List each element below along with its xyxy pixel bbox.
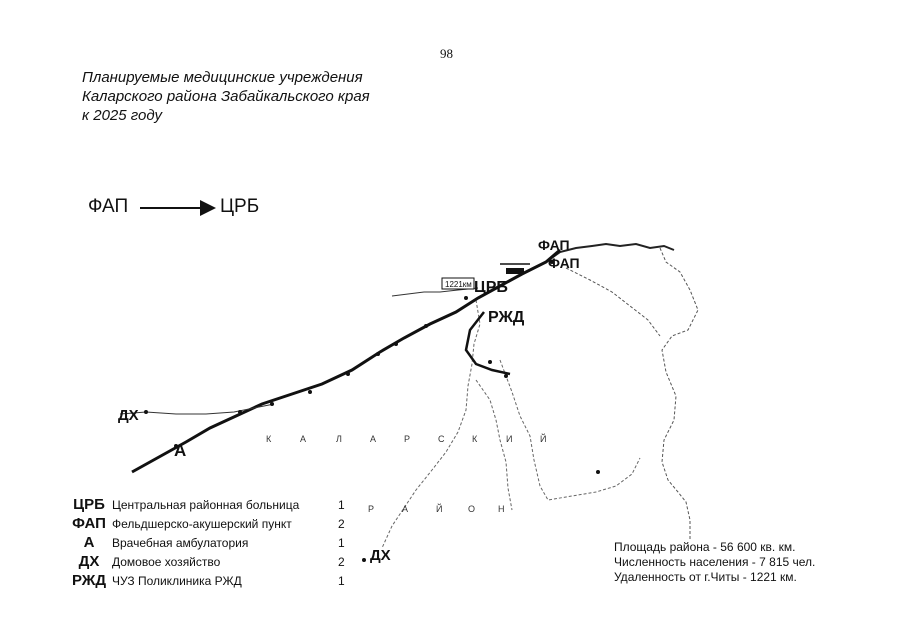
- facility-legend: ЦРБ Центральная районная больница 1 ФАП …: [66, 496, 366, 591]
- river: [545, 242, 675, 263]
- stat-area: Площадь района - 56 600 кв. км.: [614, 540, 796, 554]
- legend-description: Фельдшерско-акушерский пункт: [112, 517, 292, 531]
- legend-description: Врачебная амбулатория: [112, 536, 249, 550]
- region-letter: К: [472, 434, 478, 444]
- legend-row: ЦРБ Центральная районная больница 1: [66, 496, 366, 515]
- legend-abbr: ФАП: [72, 515, 106, 532]
- facility-label-dh: ДХ: [118, 407, 139, 424]
- legend-description: ЧУЗ Поликлиника РЖД: [112, 574, 242, 588]
- legend-count: 2: [338, 517, 345, 531]
- legend-row: ФАП Фельдшерско-акушерский пункт 2: [66, 515, 366, 534]
- stat-distance: Удаленность от г.Читы - 1221 км.: [614, 570, 797, 584]
- region-letter: А: [300, 434, 306, 444]
- legend-description: Домовое хозяйство: [112, 555, 221, 569]
- district-stats: Площадь района - 56 600 кв. км. Численно…: [614, 540, 815, 585]
- title-line-3: к 2025 году: [82, 107, 162, 124]
- legend-row: ДХ Домовое хозяйство 2: [66, 553, 366, 572]
- legend-count: 2: [338, 555, 345, 569]
- facility-label-dh: ДХ: [370, 547, 391, 564]
- title-line-2: Каларского района Забайкальского края: [82, 88, 370, 105]
- map-title: Планируемые медицинские учреждения Калар…: [82, 68, 370, 125]
- conversion-arrow-line: [140, 207, 202, 209]
- legend-count: 1: [338, 536, 345, 550]
- helicopter-icon: [500, 263, 530, 274]
- arrow-right-icon: [200, 200, 216, 216]
- secondary-road: [464, 311, 511, 376]
- region-letter: Р: [404, 434, 410, 444]
- region-letter: Н: [498, 504, 505, 514]
- distance-box-label: 1221км: [445, 280, 472, 289]
- distance-box: 1221км: [441, 277, 475, 290]
- legend-abbr: РЖД: [71, 572, 107, 589]
- district-boundary-south: [499, 359, 641, 501]
- stat-population: Численность населения - 7 815 чел.: [614, 555, 816, 569]
- region-letter: А: [370, 434, 376, 444]
- region-letter: Л: [336, 434, 342, 444]
- legend-count: 1: [338, 574, 345, 588]
- region-name-letters: К А Л А Р С К И Й: [266, 433, 546, 444]
- region-letter: С: [438, 434, 445, 444]
- region-letter: А: [402, 504, 408, 514]
- region-letter: И: [506, 434, 512, 444]
- region-letter: Й: [540, 433, 546, 444]
- legend-abbr: А: [83, 534, 95, 551]
- district-boundary-north: [565, 267, 661, 337]
- district-boundary-west: [475, 379, 513, 511]
- region-letter: Й: [436, 503, 442, 514]
- legend-row: А Врачебная амбулатория 1: [66, 534, 366, 553]
- facility-label-fap: ФАП: [538, 237, 570, 253]
- legend-description: Центральная районная больница: [112, 498, 300, 512]
- conversion-from: ФАП: [88, 196, 129, 217]
- region-letter: Р: [368, 504, 374, 514]
- page-number: 98: [440, 46, 453, 61]
- legend-row: РЖД ЧУЗ Поликлиника РЖД 1: [66, 572, 366, 591]
- facility-label-rzhd: РЖД: [488, 309, 525, 326]
- region-name-letters-2: Р А Й О Н: [368, 503, 505, 514]
- district-boundary-inner: [381, 299, 481, 549]
- title-line-1: Планируемые медицинские учреждения: [82, 69, 363, 86]
- facility-label-crb: ЦРБ: [474, 279, 508, 296]
- minor-road-west: [119, 403, 275, 415]
- legend-abbr: ЦРБ: [73, 496, 105, 513]
- conversion-legend: ФАП ЦРБ: [88, 196, 288, 222]
- minor-road-north: [391, 287, 479, 297]
- legend-count: 1: [338, 498, 345, 512]
- main-road: [131, 248, 561, 474]
- conversion-to: ЦРБ: [220, 196, 260, 217]
- region-letter: О: [468, 504, 475, 514]
- region-letter: К: [266, 434, 272, 444]
- legend-abbr: ДХ: [78, 553, 100, 570]
- district-boundary: [659, 247, 699, 540]
- settlement-dots: [144, 260, 600, 562]
- facility-label-a: А: [174, 441, 186, 460]
- facility-label-fap: ФАП: [548, 255, 580, 271]
